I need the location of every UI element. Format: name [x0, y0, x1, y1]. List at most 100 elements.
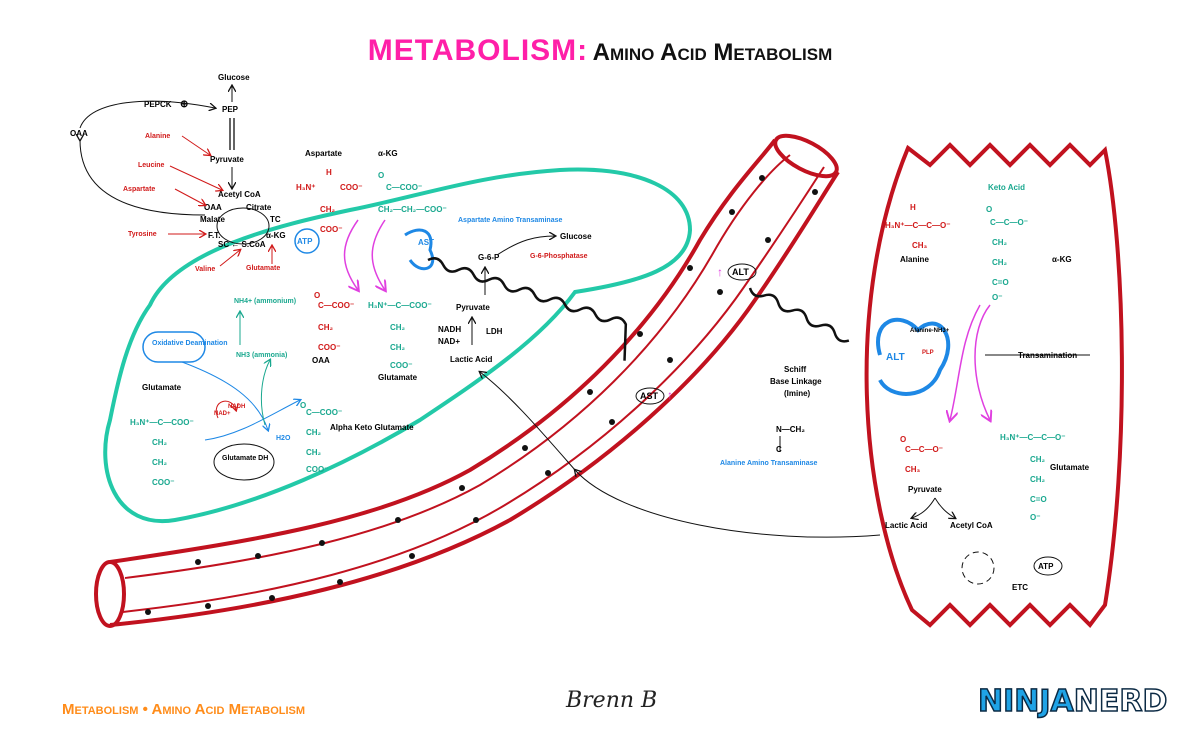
vessel-dot — [205, 603, 211, 609]
aspartate-top-label: Aspartate — [305, 149, 342, 158]
svg-text:CH₂: CH₂ — [318, 323, 334, 332]
svg-text:↑: ↑ — [667, 388, 673, 402]
footer-title: Metabolism • Amino Acid Metabolism — [62, 701, 306, 718]
tyrosine-input: Tyrosine — [128, 231, 157, 238]
svg-text:H₃N⁺—C—COO⁻: H₃N⁺—C—COO⁻ — [368, 301, 432, 310]
svg-text:COO⁻: COO⁻ — [306, 465, 328, 474]
liver-pathway: Glucose PEP PEPCK ⊕ Pyruvate Acetyl CoA … — [70, 73, 320, 273]
nad2-label: NAD+ — [438, 337, 460, 346]
svg-text:CH₃: CH₃ — [912, 241, 928, 250]
svg-text:H: H — [910, 203, 916, 212]
blood-vessel — [94, 133, 840, 628]
alanine-nh-label: Alanine-NH3+ — [910, 328, 950, 334]
page-title: METABOLISM: Amino Acid Metabolism — [0, 34, 1200, 68]
svg-text:⊕: ⊕ — [180, 99, 188, 110]
svg-text:H₃N⁺—C—COO⁻: H₃N⁺—C—COO⁻ — [130, 418, 194, 427]
liver-outline — [103, 167, 693, 524]
akg-muscle-label: α-KG — [1052, 255, 1072, 264]
svg-text:COO⁻: COO⁻ — [390, 361, 412, 370]
lactic-muscle-label: Lactic Acid — [885, 521, 927, 530]
svg-text:COO⁻: COO⁻ — [340, 183, 362, 192]
svg-text:CH₃: CH₃ — [905, 465, 921, 474]
akg-top-label: α-KG — [378, 149, 398, 158]
svg-text:CH₂: CH₂ — [1030, 455, 1046, 464]
svg-text:H₃N⁺—C—C—O⁻: H₃N⁺—C—C—O⁻ — [885, 221, 950, 230]
lactic-label: Lactic Acid — [450, 355, 492, 364]
vessel-dot — [687, 265, 693, 271]
svg-text:CH₂: CH₂ — [390, 343, 406, 352]
acetyl-coa-label: Acetyl CoA — [218, 190, 261, 199]
citrate-label: Citrate — [246, 203, 272, 212]
atp-liver-label: ATP — [297, 237, 313, 246]
muscle-outline — [864, 142, 1124, 629]
glutamate-muscle-label: Glutamate — [1050, 463, 1090, 472]
vessel-dot — [255, 553, 261, 559]
svg-text:O: O — [300, 401, 306, 410]
vessel-dot — [729, 209, 735, 215]
blood-labels: AST ↑ ALT ↑ — [635, 263, 757, 405]
oaa-left-label: OAA — [70, 129, 88, 138]
vessel-dot — [395, 517, 401, 523]
svg-text:C: C — [776, 445, 782, 454]
ast-wavy-line — [427, 257, 628, 361]
ninja-nerd-logo: NINJANERD — [977, 683, 1168, 724]
etc-label: ETC — [1012, 583, 1028, 592]
vessel-dot — [765, 237, 771, 243]
ast-blood-label: AST — [640, 391, 659, 401]
oaa-tca-label: OAA — [204, 203, 222, 212]
vessel-dot — [667, 357, 673, 363]
nad-label: NAD+ — [214, 411, 231, 417]
pyruvate-muscle-label: Pyruvate — [908, 485, 942, 494]
svg-text:C=O: C=O — [992, 278, 1009, 287]
plp-label: PLP — [922, 350, 934, 356]
gdh-label: Glutamate DH — [222, 455, 268, 462]
succinyl-label: SC ← S.CoA — [218, 240, 266, 249]
vessel-dot — [637, 331, 643, 337]
pepck-label: PEPCK — [144, 100, 172, 109]
fumarate-label: F.T. — [208, 231, 220, 240]
svg-text:COO⁻: COO⁻ — [318, 343, 340, 352]
svg-text:CH₂: CH₂ — [152, 438, 168, 447]
akg-tca-label: α-KG — [266, 231, 286, 240]
pyruvate2-label: Pyruvate — [456, 303, 490, 312]
signature: Brenn B — [566, 688, 658, 713]
vessel-dot — [812, 189, 818, 195]
glutamate-bottom-label: Glutamate — [378, 373, 418, 382]
svg-text:O: O — [900, 435, 906, 444]
vessel-dot — [759, 175, 765, 181]
valine-input: Valine — [195, 266, 215, 273]
glucose2-label: Glucose — [560, 232, 592, 241]
alt-letters: ALT — [886, 352, 905, 363]
keto-acid-label: Keto Acid — [988, 183, 1025, 192]
pep-label: PEP — [222, 105, 239, 114]
svg-text:CH₂: CH₂ — [152, 458, 168, 467]
glutamate-left-label: Glutamate — [142, 383, 182, 392]
nh3-label: NH3 (ammonia) — [236, 352, 287, 359]
svg-text:COO⁻: COO⁻ — [152, 478, 174, 487]
nadh-label: NADH — [228, 404, 245, 410]
transamination-label: Transamination — [1018, 351, 1077, 360]
alt-enzyme-label: Alanine Amino Transaminase — [720, 460, 817, 467]
aspartate-input: Aspartate — [123, 186, 155, 193]
alt-wavy-line — [748, 287, 850, 343]
ldh-label: LDH — [486, 327, 503, 336]
svg-text:C—C—O⁻: C—C—O⁻ — [905, 445, 943, 454]
logo-ninja: NINJA — [977, 683, 1074, 720]
svg-text:O⁻: O⁻ — [1030, 513, 1040, 522]
oaa-bottom-label: OAA — [312, 356, 330, 365]
schiff-line1: Schiff — [784, 365, 807, 374]
svg-text:O: O — [986, 205, 992, 214]
vessel-dot — [587, 389, 593, 395]
svg-text:COO⁻: COO⁻ — [320, 225, 342, 234]
svg-text:H₃N⁺: H₃N⁺ — [296, 183, 315, 192]
svg-text:N—CH₂: N—CH₂ — [776, 425, 805, 434]
svg-text:CH₂: CH₂ — [390, 323, 406, 332]
vessel-dot — [195, 559, 201, 565]
nh4-label: NH4+ (ammonium) — [234, 298, 296, 305]
svg-text:CH₂: CH₂ — [306, 448, 322, 457]
svg-text:CH₂: CH₂ — [1030, 475, 1046, 484]
oxidative-label: Oxidative Deamination — [152, 340, 227, 347]
svg-text:↑: ↑ — [717, 265, 723, 279]
svg-text:C—COO⁻: C—COO⁻ — [386, 183, 422, 192]
